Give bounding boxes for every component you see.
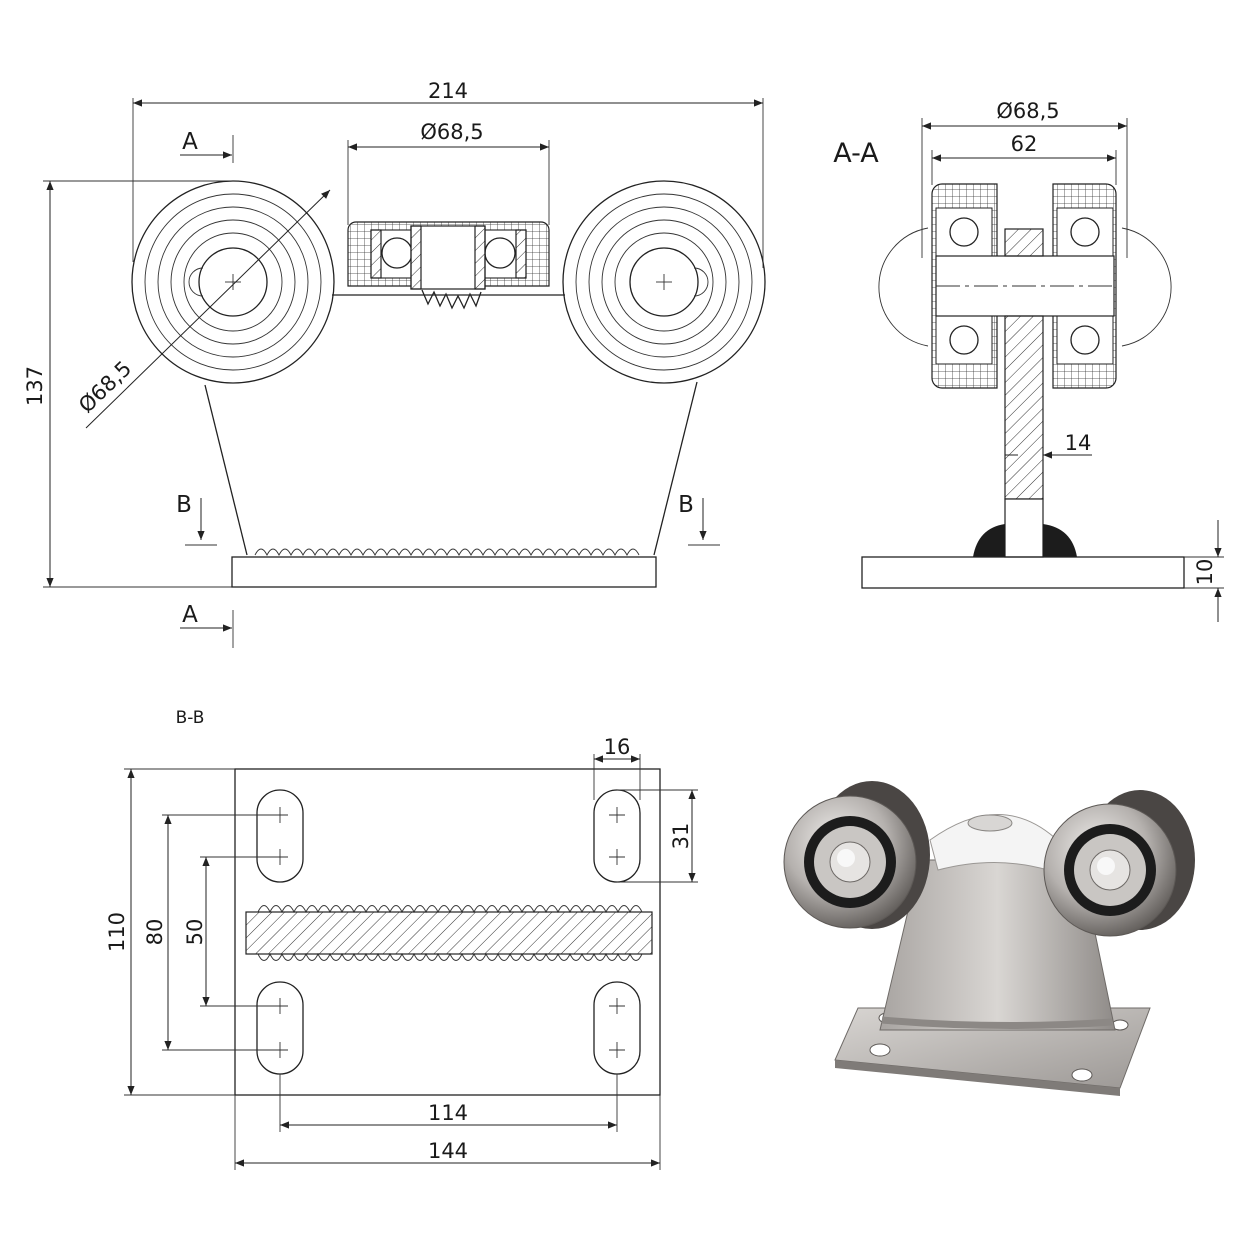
left-wheel [131,180,335,384]
photo-left-wheel [783,781,930,929]
slot-top-left [256,789,304,883]
right-wheel [562,180,766,384]
bb-slot-length-label: 31 [669,823,693,850]
section-a-top-label: A [182,129,198,155]
section-bb-view: B-B 16 31 [105,708,698,1170]
overall-height-label: 137 [23,366,47,406]
section-bb-title: B-B [176,708,205,728]
slot-bottom-left [256,981,304,1075]
bb-outer-hole-spacing-label: 80 [143,919,167,946]
front-view: 214 137 A A B B [23,79,766,648]
bb-hole-spacing-horizontal-label: 114 [428,1101,468,1125]
section-a-bottom-label: A [182,602,198,628]
left-wheel-diameter-label: Ø68,5 [74,356,136,417]
product-photo [783,781,1195,1096]
bb-plate-height-label: 110 [105,912,129,952]
middle-roller-diameter-label: Ø68,5 [420,120,483,144]
section-b-left-label: B [176,492,192,518]
middle-guide-roller: Ø68,5 [347,120,550,310]
bb-inner-hole-spacing-label: 50 [183,919,207,946]
aa-plate-thickness-label: 10 [1193,559,1217,586]
slot-top-right [593,789,641,883]
aa-web-thickness-label: 14 [1065,431,1092,455]
bb-plate-width-label: 144 [428,1139,468,1163]
section-aa-title: A-A [833,138,879,169]
aa-inner-width-label: 62 [1011,132,1038,156]
slot-bottom-right [593,981,641,1075]
photo-right-wheel [1043,790,1195,937]
aa-outer-diameter-label: Ø68,5 [996,99,1059,123]
overall-width-label: 214 [428,79,468,103]
section-b-right-label: B [678,492,694,518]
section-aa-view: A-A Ø68,5 62 14 [833,99,1224,622]
bb-slot-width-label: 16 [604,735,631,759]
